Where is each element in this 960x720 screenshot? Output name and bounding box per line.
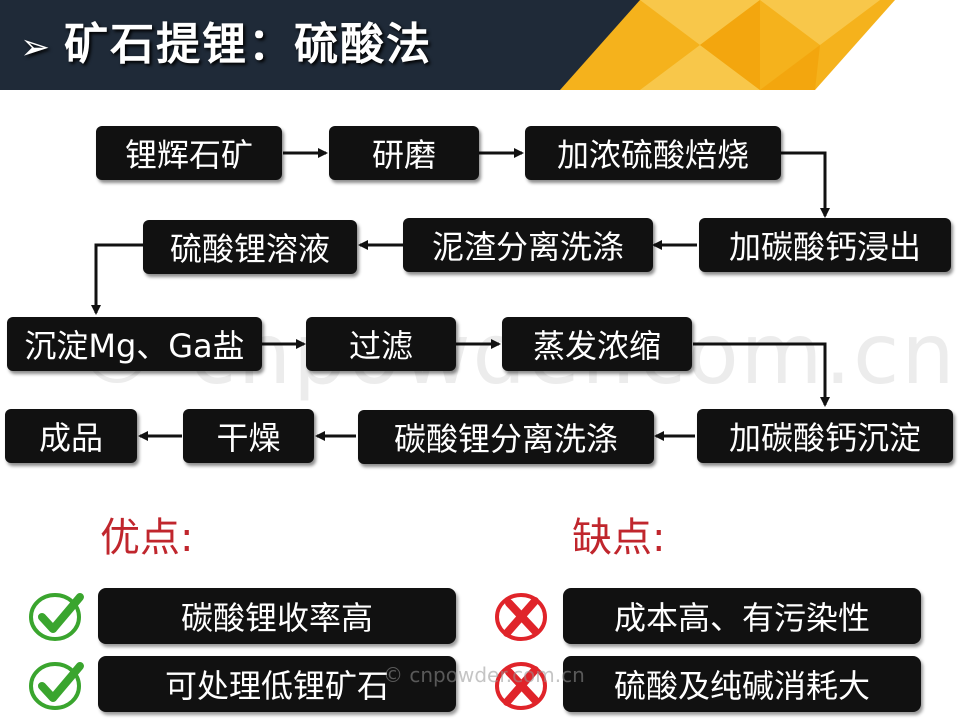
page-title-text: 矿石提锂：硫酸法 [64, 19, 433, 70]
red-x-icon [495, 662, 547, 710]
step-caco3-precipitation: 加碳酸钙沉淀 [697, 409, 953, 463]
arrow-3-4 [780, 151, 830, 218]
disadvantage-item: 成本高、有污染性 [563, 588, 921, 644]
step-evaporation: 蒸发浓缩 [502, 317, 692, 371]
arrow-9-10 [693, 342, 830, 407]
step-spodumene-ore: 锂辉石矿 [96, 126, 282, 180]
disadvantages-heading: 缺点: [572, 515, 666, 561]
right-triangle-arrow-icon: ➢ [20, 27, 53, 68]
page-title: ➢ 矿石提锂：硫酸法 [20, 12, 432, 78]
step-filtration: 过滤 [306, 317, 456, 371]
green-check-icon [29, 593, 84, 641]
step-final-product: 成品 [5, 409, 137, 463]
header-decoration [560, 0, 960, 90]
green-check-icon [29, 662, 84, 710]
step-drying: 干燥 [183, 409, 314, 463]
advantages-heading: 优点: [100, 515, 194, 561]
step-precipitate-mg-ga: 沉淀Mg、Ga盐 [7, 317, 262, 371]
watermark-small: © cnpowder.com.cn [383, 663, 585, 687]
step-grinding: 研磨 [329, 126, 479, 180]
advantage-item: 可处理低锂矿石 [98, 656, 456, 712]
advantage-item: 碳酸锂收率高 [98, 588, 456, 644]
step-lithium-sulfate-solution: 硫酸锂溶液 [143, 220, 357, 274]
step-slurry-separation: 泥渣分离洗涤 [403, 218, 653, 272]
step-li2co3-separation: 碳酸锂分离洗涤 [358, 410, 654, 464]
red-x-icon [495, 593, 547, 641]
step-caco3-leaching: 加碳酸钙浸出 [699, 218, 951, 272]
disadvantage-item: 硫酸及纯碱消耗大 [563, 656, 921, 712]
step-sulfuric-roasting: 加浓硫酸焙烧 [525, 126, 781, 180]
arrow-6-7 [91, 243, 143, 315]
header-bar: ➢ 矿石提锂：硫酸法 [0, 0, 960, 90]
